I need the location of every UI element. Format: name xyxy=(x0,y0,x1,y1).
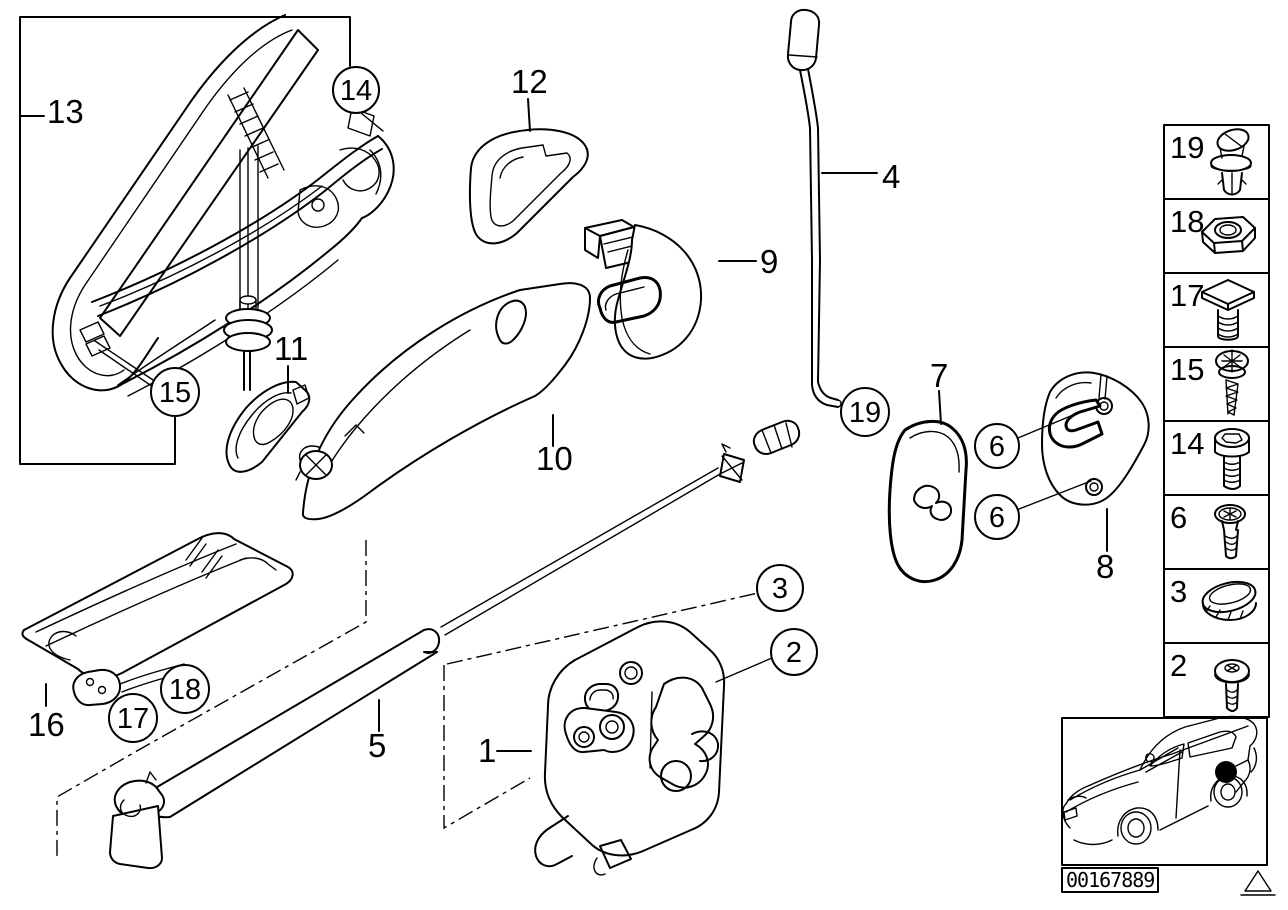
svg-text:19: 19 xyxy=(1170,130,1204,165)
car-locator: 00167889 xyxy=(1061,715,1276,896)
callout-17[interactable]: 17 xyxy=(108,693,158,743)
oval-grommet-icon xyxy=(1201,580,1257,621)
svg-text:18: 18 xyxy=(1170,204,1204,239)
callout-6-upper[interactable]: 6 xyxy=(974,423,1020,469)
svg-text:6: 6 xyxy=(989,431,1005,463)
callout-19[interactable]: 19 xyxy=(840,387,890,437)
callout-14[interactable]: 14 xyxy=(332,66,380,114)
hex-nut-icon xyxy=(1201,216,1256,254)
location-dot xyxy=(1215,761,1237,783)
car-outline-icon xyxy=(1062,715,1258,846)
fastener-table: 19 18 17 xyxy=(1163,124,1270,718)
table-cell-14[interactable]: 14 xyxy=(1170,426,1250,490)
svg-text:3: 3 xyxy=(772,573,788,605)
label-4[interactable]: 4 xyxy=(882,158,900,195)
striker-8-art xyxy=(1041,371,1150,506)
svg-text:15: 15 xyxy=(159,377,191,409)
label-8[interactable]: 8 xyxy=(1096,548,1114,585)
table-cell-18[interactable]: 18 xyxy=(1170,204,1256,254)
torx-bolt-icon xyxy=(1214,504,1246,560)
label-11[interactable]: 11 xyxy=(274,330,308,367)
diagram-number: 00167889 xyxy=(1066,868,1154,892)
door-handle-10-art xyxy=(295,282,591,521)
callout-18[interactable]: 18 xyxy=(160,664,210,714)
label-12[interactable]: 12 xyxy=(511,63,548,100)
svg-text:19: 19 xyxy=(849,397,881,429)
label-7[interactable]: 7 xyxy=(930,357,948,394)
callout-15[interactable]: 15 xyxy=(150,367,200,417)
table-cell-3[interactable]: 3 xyxy=(1170,574,1259,621)
expansion-rivet-icon xyxy=(1210,128,1252,196)
warning-triangle-icon xyxy=(1240,870,1276,896)
svg-text:18: 18 xyxy=(169,674,201,706)
socket-cap-screw-icon xyxy=(1214,428,1250,490)
callout-6-lower[interactable]: 6 xyxy=(974,494,1020,540)
handle-end-cap-9-art xyxy=(584,219,703,360)
svg-text:2: 2 xyxy=(1170,648,1187,683)
plain-labels: 13 11 12 9 4 10 7 8 16 5 1 xyxy=(28,63,1114,769)
svg-text:6: 6 xyxy=(989,502,1005,534)
inner-bracket-16-art xyxy=(21,532,294,707)
gasket-12-art xyxy=(468,128,589,245)
table-cell-19[interactable]: 19 xyxy=(1170,126,1252,196)
lock-cover-7-art xyxy=(887,420,968,584)
label-13[interactable]: 13 xyxy=(47,93,84,130)
svg-text:2: 2 xyxy=(786,637,802,669)
label-1[interactable]: 1 xyxy=(478,732,496,769)
table-cell-6[interactable]: 6 xyxy=(1170,500,1246,560)
svg-text:3: 3 xyxy=(1170,574,1187,609)
connecting-rod-5-art xyxy=(56,419,801,870)
table-cell-17[interactable]: 17 xyxy=(1170,278,1255,341)
label-9[interactable]: 9 xyxy=(760,243,778,280)
diagram-number-plate: 00167889 xyxy=(1061,867,1159,893)
label-16[interactable]: 16 xyxy=(28,706,65,743)
washer-screw-icon xyxy=(1215,349,1249,416)
callout-3[interactable]: 3 xyxy=(756,564,804,612)
svg-text:6: 6 xyxy=(1170,500,1187,535)
svg-text:17: 17 xyxy=(117,703,149,735)
circled-callouts: 14 15 19 6 6 3 2 17 xyxy=(108,66,1020,743)
square-head-screw-icon xyxy=(1201,279,1255,341)
table-cell-2[interactable]: 2 xyxy=(1170,648,1250,712)
door-lock-1-art xyxy=(443,592,773,876)
handle-base-11-art xyxy=(225,380,328,473)
label-10[interactable]: 10 xyxy=(536,440,573,477)
leader-lines xyxy=(45,98,1108,752)
svg-text:14: 14 xyxy=(1170,426,1204,461)
torx-button-screw-icon xyxy=(1214,659,1250,712)
table-cell-15[interactable]: 15 xyxy=(1170,349,1249,416)
svg-text:14: 14 xyxy=(340,75,372,107)
lock-rod-4-art xyxy=(786,8,842,408)
svg-text:17: 17 xyxy=(1170,278,1204,313)
callout-2[interactable]: 2 xyxy=(770,628,818,676)
detail-box-13-frame xyxy=(19,16,351,465)
svg-text:15: 15 xyxy=(1170,352,1204,387)
label-5[interactable]: 5 xyxy=(368,727,386,764)
